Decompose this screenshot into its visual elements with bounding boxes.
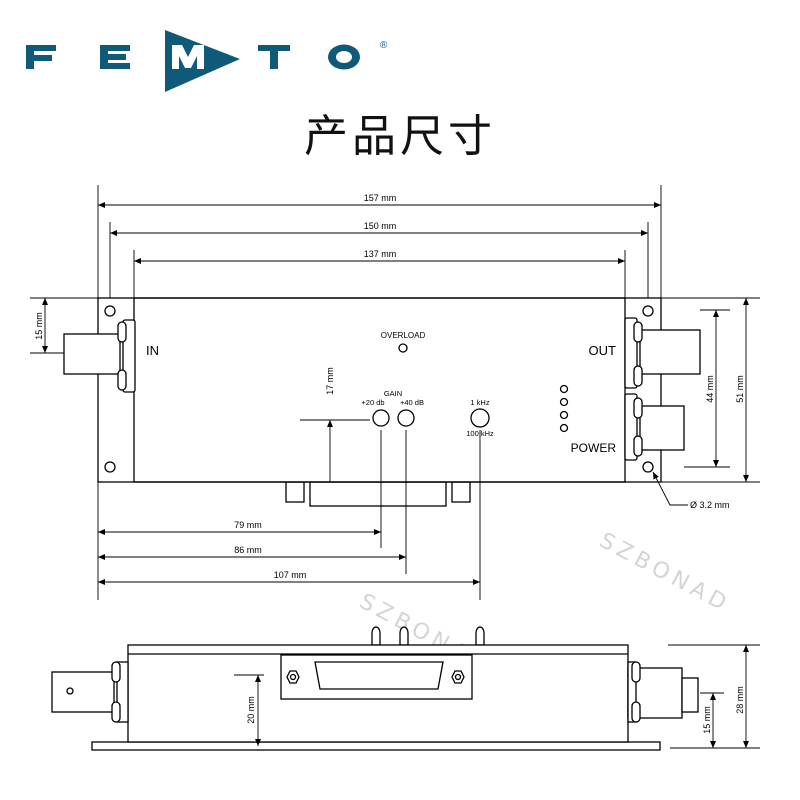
switch-pin: [475, 626, 485, 646]
mounting-hole: [642, 461, 654, 473]
dim-bnc-offset: 15 mm: [34, 312, 44, 340]
base-plate: [91, 741, 661, 751]
femto-logo: ®: [26, 30, 388, 92]
dim-total-height: 28 mm: [735, 686, 745, 714]
dsub-post: [285, 481, 305, 503]
watermark: SZBONAD: [595, 528, 734, 618]
dim-side-bnc-height: 15 mm: [702, 706, 712, 734]
switch-pin: [399, 626, 409, 646]
side-dsub-connector: [280, 654, 473, 700]
mounting-hole: [104, 305, 116, 317]
dsub-post: [451, 481, 471, 503]
side-output-bnc: [627, 661, 699, 723]
freq-1khz-label: 1 kHz: [470, 398, 489, 407]
dim-hole-spacing-width: 44 mm: [705, 375, 715, 403]
switch-pin: [371, 626, 381, 646]
dim-gain20-position: 79 mm: [234, 520, 262, 530]
bandwidth-switch: [470, 408, 490, 428]
dim-hole-diameter: Ø 3.2 mm: [690, 500, 730, 510]
power-connector: [624, 393, 685, 461]
dim-width: 51 mm: [735, 375, 745, 403]
overload-led: [398, 343, 408, 353]
overload-label: OVERLOAD: [381, 331, 426, 340]
dim-connector-height: 20 mm: [246, 696, 256, 724]
dim-bandwidth-position: 107 mm: [274, 570, 307, 580]
mounting-hole: [642, 305, 654, 317]
side-view: 20 mm 15 mm 28 mm: [51, 626, 760, 751]
dim-gain40-position: 86 mm: [234, 545, 262, 555]
power-label: POWER: [571, 441, 617, 455]
input-bnc-connector: [63, 319, 136, 393]
mounting-hole: [104, 461, 116, 473]
dim-knob-height: 17 mm: [325, 367, 335, 395]
dsub-connector: [309, 481, 447, 507]
gain-40db-switch: [397, 409, 415, 427]
power-led: [559, 384, 569, 394]
output-bnc-connector: [624, 317, 701, 389]
gain-40db-label: +40 dB: [400, 398, 424, 407]
output-label: OUT: [589, 343, 617, 358]
page-title: 产品尺寸: [304, 111, 496, 162]
dim-body-length: 137 mm: [364, 249, 397, 259]
power-led: [559, 410, 569, 420]
gain-label: GAIN: [384, 389, 402, 398]
side-input-bnc: [51, 661, 129, 723]
dim-overall-length: 157 mm: [364, 193, 397, 203]
gain-20db-switch: [372, 409, 390, 427]
dim-hole-spacing-length: 150 mm: [364, 221, 397, 231]
top-view: 157 mm 150 mm 137 mm: [30, 185, 760, 600]
gain-20db-label: +20 db: [361, 398, 384, 407]
power-led: [559, 423, 569, 433]
power-led: [559, 397, 569, 407]
registered-mark: ®: [380, 40, 388, 51]
input-label: IN: [146, 343, 159, 358]
